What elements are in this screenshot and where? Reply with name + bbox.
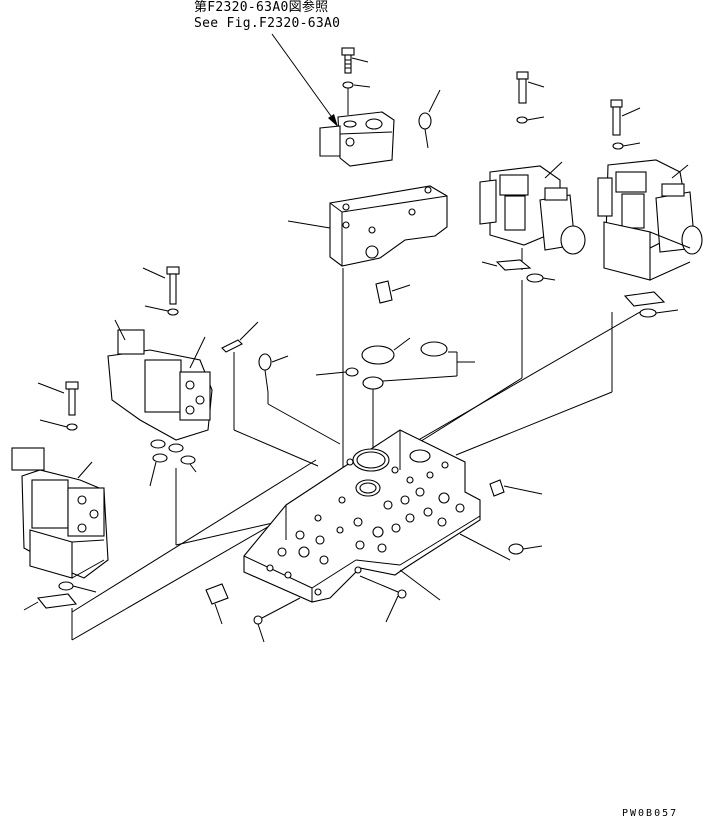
gasket-upper-right <box>481 259 556 283</box>
plug-bottom-left <box>205 583 229 625</box>
fitting-right-upper <box>489 479 543 497</box>
solenoid-valve-upper-right <box>479 161 586 270</box>
bolt-upper-right <box>516 71 545 124</box>
drawing-code: PW0B057 <box>622 808 679 819</box>
bolt-left-lower <box>37 381 79 431</box>
small-valve-top <box>319 111 395 167</box>
eye-bolt-top <box>418 89 441 149</box>
fitting-right-lower <box>459 533 543 561</box>
plug-top <box>375 280 411 304</box>
reference-arrow <box>271 33 338 127</box>
bolt-far-right <box>610 99 641 150</box>
reference-note-english: See Fig.F2320-63A0 <box>194 16 341 31</box>
eye-bolt-center <box>258 353 341 445</box>
gasket-far-right <box>623 291 679 318</box>
gasket-left-lower <box>23 581 97 611</box>
adapter-plate <box>329 185 448 267</box>
tag-plate <box>221 321 319 467</box>
bolt-bottom-left <box>253 597 301 643</box>
solenoid-valve-left-middle <box>107 319 213 441</box>
solenoid-valve-left-lower <box>11 447 109 579</box>
seals-left-middle <box>149 439 197 487</box>
bolt-left-middle <box>142 266 180 316</box>
bolt-bottom-center <box>359 575 407 623</box>
top-washer <box>342 81 354 89</box>
reference-note-japanese: 第F2320-63A0図参照 <box>194 0 329 15</box>
top-bolt <box>341 47 355 74</box>
main-valve-body <box>243 429 481 603</box>
seal-group-center <box>315 337 475 450</box>
solenoid-valve-far-right <box>597 159 703 281</box>
